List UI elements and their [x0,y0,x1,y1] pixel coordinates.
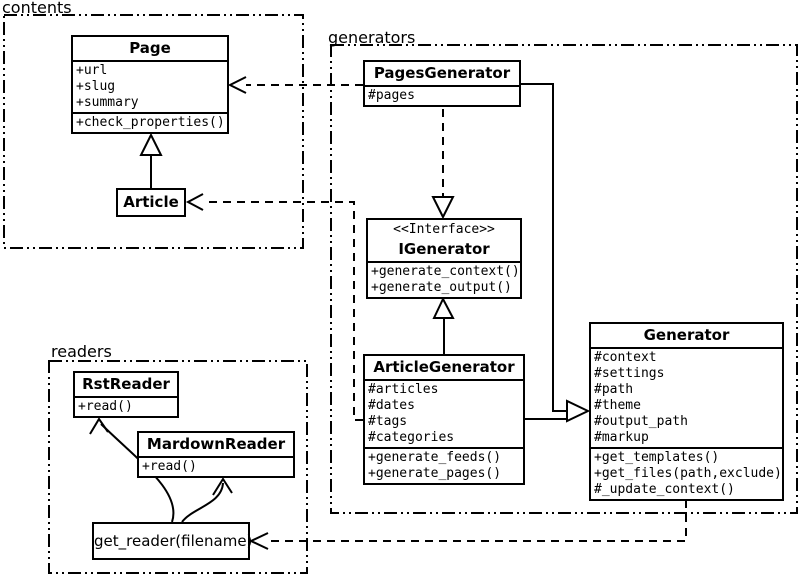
attribute: #categories [368,430,455,445]
edge-pagesgenerator-to-generator [520,83,567,412]
method: +generate_output() [371,280,512,295]
class-pagesgenerator: PagesGenerator #pages [363,60,521,107]
interface-igenerator-methods: +generate_context() +generate_output() [368,263,520,297]
class-generator-attributes: #context #settings #path #theme #output_… [591,349,782,447]
method: +get_templates() [594,450,720,465]
class-page-methods: +check_properties() [73,112,227,132]
class-articlegenerator-attributes: #articles #dates #tags #categories [365,381,523,447]
class-mardownreader: MardownReader +read() [137,431,295,478]
inheritance-triangle-page [139,132,163,156]
attribute: #articles [368,382,439,397]
edge-generator-to-getreader [268,500,687,542]
method: +generate_context() [371,264,520,279]
realization-triangle-igenerator-top [431,196,455,220]
attribute: +url [76,63,108,78]
interface-stereotype: <<Interface>> [393,222,495,237]
attribute: +slug [76,79,116,94]
class-rstreader-methods: +read() [75,398,177,416]
readers-package-border [48,360,308,574]
method: +generate_feeds() [368,450,502,465]
class-page: Page +url +slug +summary +check_properti… [71,35,229,134]
attribute: #context [594,350,657,365]
method: +read() [78,399,133,414]
method: +check_properties() [76,115,225,130]
dependency-arrowhead-article [185,193,204,211]
class-articlegenerator-methods: +generate_feeds() +generate_pages() [365,447,523,483]
function-get-reader: get_reader(filename) [92,522,252,560]
attribute: #theme [594,398,641,413]
interface-igenerator-header: <<Interface>> IGenerator [368,220,520,263]
attribute: #dates [368,398,415,413]
class-mardownreader-methods: +read() [139,458,293,476]
class-page-attributes: +url +slug +summary [73,62,227,112]
generators-package-border [330,44,798,514]
class-generator: Generator #context #settings #path #them… [589,322,784,501]
class-mardownreader-name: MardownReader [139,433,293,458]
arrowhead-mardownreader [212,477,233,496]
method: +get_files(path,exclude) [594,466,782,481]
arrowhead-rstreader [89,417,109,435]
method: +read() [142,459,197,474]
attribute: #output_path [594,414,688,429]
inheritance-triangle-generator [566,399,591,423]
class-pagesgenerator-attributes: #pages [365,87,519,105]
edge-articlegenerator-to-article [203,201,363,421]
class-rstreader: RstReader +read() [73,371,179,418]
dependency-arrowhead-page [227,76,247,94]
interface-igenerator-name: IGenerator [398,240,490,258]
class-article: Article [116,188,186,217]
edge-getreader-to-mardownreader [181,482,224,523]
inheritance-triangle-igenerator-bottom [432,296,455,319]
class-rstreader-name: RstReader [75,373,177,398]
attribute: #tags [368,414,408,429]
contents-package-label: contents [2,0,72,17]
generators-package-label: generators [328,28,416,47]
interface-igenerator: <<Interface>> IGenerator +generate_conte… [366,218,522,299]
attribute: +summary [76,95,139,110]
class-pagesgenerator-name: PagesGenerator [365,62,519,87]
class-generator-name: Generator [591,324,782,349]
dependency-arrowhead-getreader [248,532,269,550]
contents-package-border [3,14,304,249]
attribute: #markup [594,430,649,445]
attribute: #path [594,382,634,397]
class-page-name: Page [73,37,227,62]
class-articlegenerator-name: ArticleGenerator [365,356,523,381]
method: #_update_context() [594,482,735,497]
class-articlegenerator: ArticleGenerator #articles #dates #tags … [363,354,525,485]
readers-package-label: readers [51,342,112,361]
attribute: #pages [368,88,415,103]
class-generator-methods: +get_templates() +get_files(path,exclude… [591,447,782,499]
method: +generate_pages() [368,466,502,481]
attribute: #settings [594,366,665,381]
